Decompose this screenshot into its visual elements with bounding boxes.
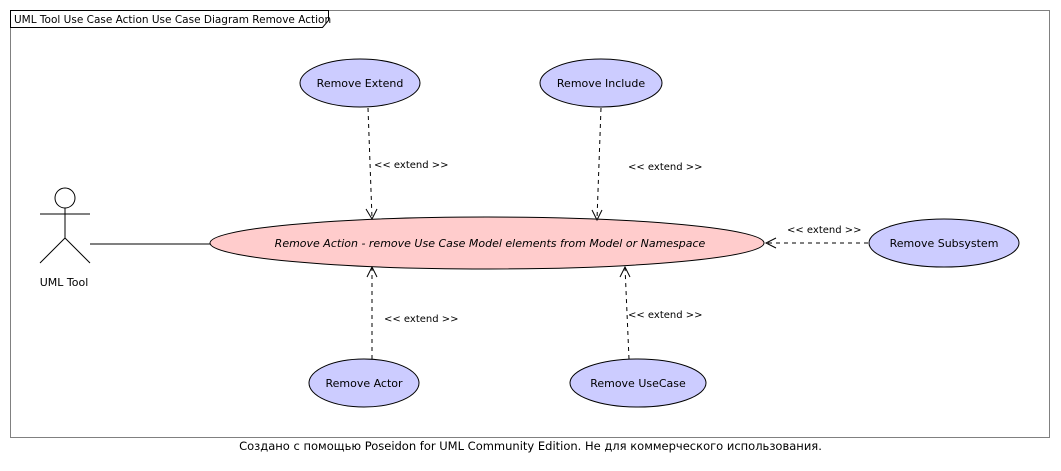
use-case-remove-subsystem-label: Remove Subsystem (890, 237, 999, 250)
extend-relation-remove-actor: << extend >> (366, 265, 459, 359)
arrow-head-icon (764, 237, 777, 249)
actor-right-leg (64, 237, 91, 264)
use-case-remove-extend[interactable]: Remove Extend (299, 58, 421, 108)
use-case-remove-extend-label: Remove Extend (317, 77, 404, 90)
use-case-remove-extend-shape (299, 58, 421, 108)
use-case-remove-action-label: Remove Action - remove Use Case Model el… (275, 237, 706, 250)
extend-line (596, 107, 602, 220)
extend-label: << extend >> (628, 310, 703, 321)
actor-left-leg (39, 237, 66, 264)
use-case-remove-action[interactable]: Remove Action - remove Use Case Model el… (209, 216, 765, 270)
frame-title-tab (10, 10, 329, 28)
extend-label: << extend >> (628, 162, 703, 173)
use-case-remove-usecase-shape (569, 358, 707, 408)
extend-relation-remove-usecase: << extend >> (619, 265, 703, 360)
actor-uml-tool[interactable]: UML Tool (39, 187, 91, 289)
actor-label: UML Tool (40, 276, 89, 289)
extend-relation-remove-extend: << extend >> (365, 107, 449, 221)
use-case-remove-usecase[interactable]: Remove UseCase (569, 358, 707, 408)
use-case-remove-actor-label: Remove Actor (325, 377, 403, 390)
use-case-remove-subsystem-shape (868, 218, 1020, 268)
use-case-remove-usecase-label: Remove UseCase (590, 377, 686, 390)
arrow-head-icon (365, 208, 378, 221)
use-case-remove-include-label: Remove Include (557, 77, 645, 90)
use-case-remove-actor[interactable]: Remove Actor (308, 358, 420, 408)
actor-head (54, 187, 76, 209)
arrow-head-icon (591, 209, 603, 222)
arrow-head-icon (619, 265, 631, 278)
use-case-remove-action-shape (209, 216, 765, 270)
arrow-head-icon (366, 265, 378, 278)
extend-line (367, 107, 373, 219)
frame-title: UML Tool Use Case Action Use Case Diagra… (14, 14, 331, 26)
use-case-remove-subsystem[interactable]: Remove Subsystem (868, 218, 1020, 268)
use-case-remove-actor-shape (308, 358, 420, 408)
extend-relation-remove-include: << extend >> (591, 107, 703, 222)
extend-label: << extend >> (787, 225, 862, 236)
extend-label: << extend >> (374, 160, 449, 171)
extend-relation-remove-subsystem: << extend >> (764, 225, 868, 249)
extend-label: << extend >> (384, 314, 459, 325)
use-case-remove-include-shape (539, 58, 663, 108)
use-case-remove-include[interactable]: Remove Include (539, 58, 663, 108)
footer-note: Создано с помощью Poseidon for UML Commu… (239, 439, 822, 453)
